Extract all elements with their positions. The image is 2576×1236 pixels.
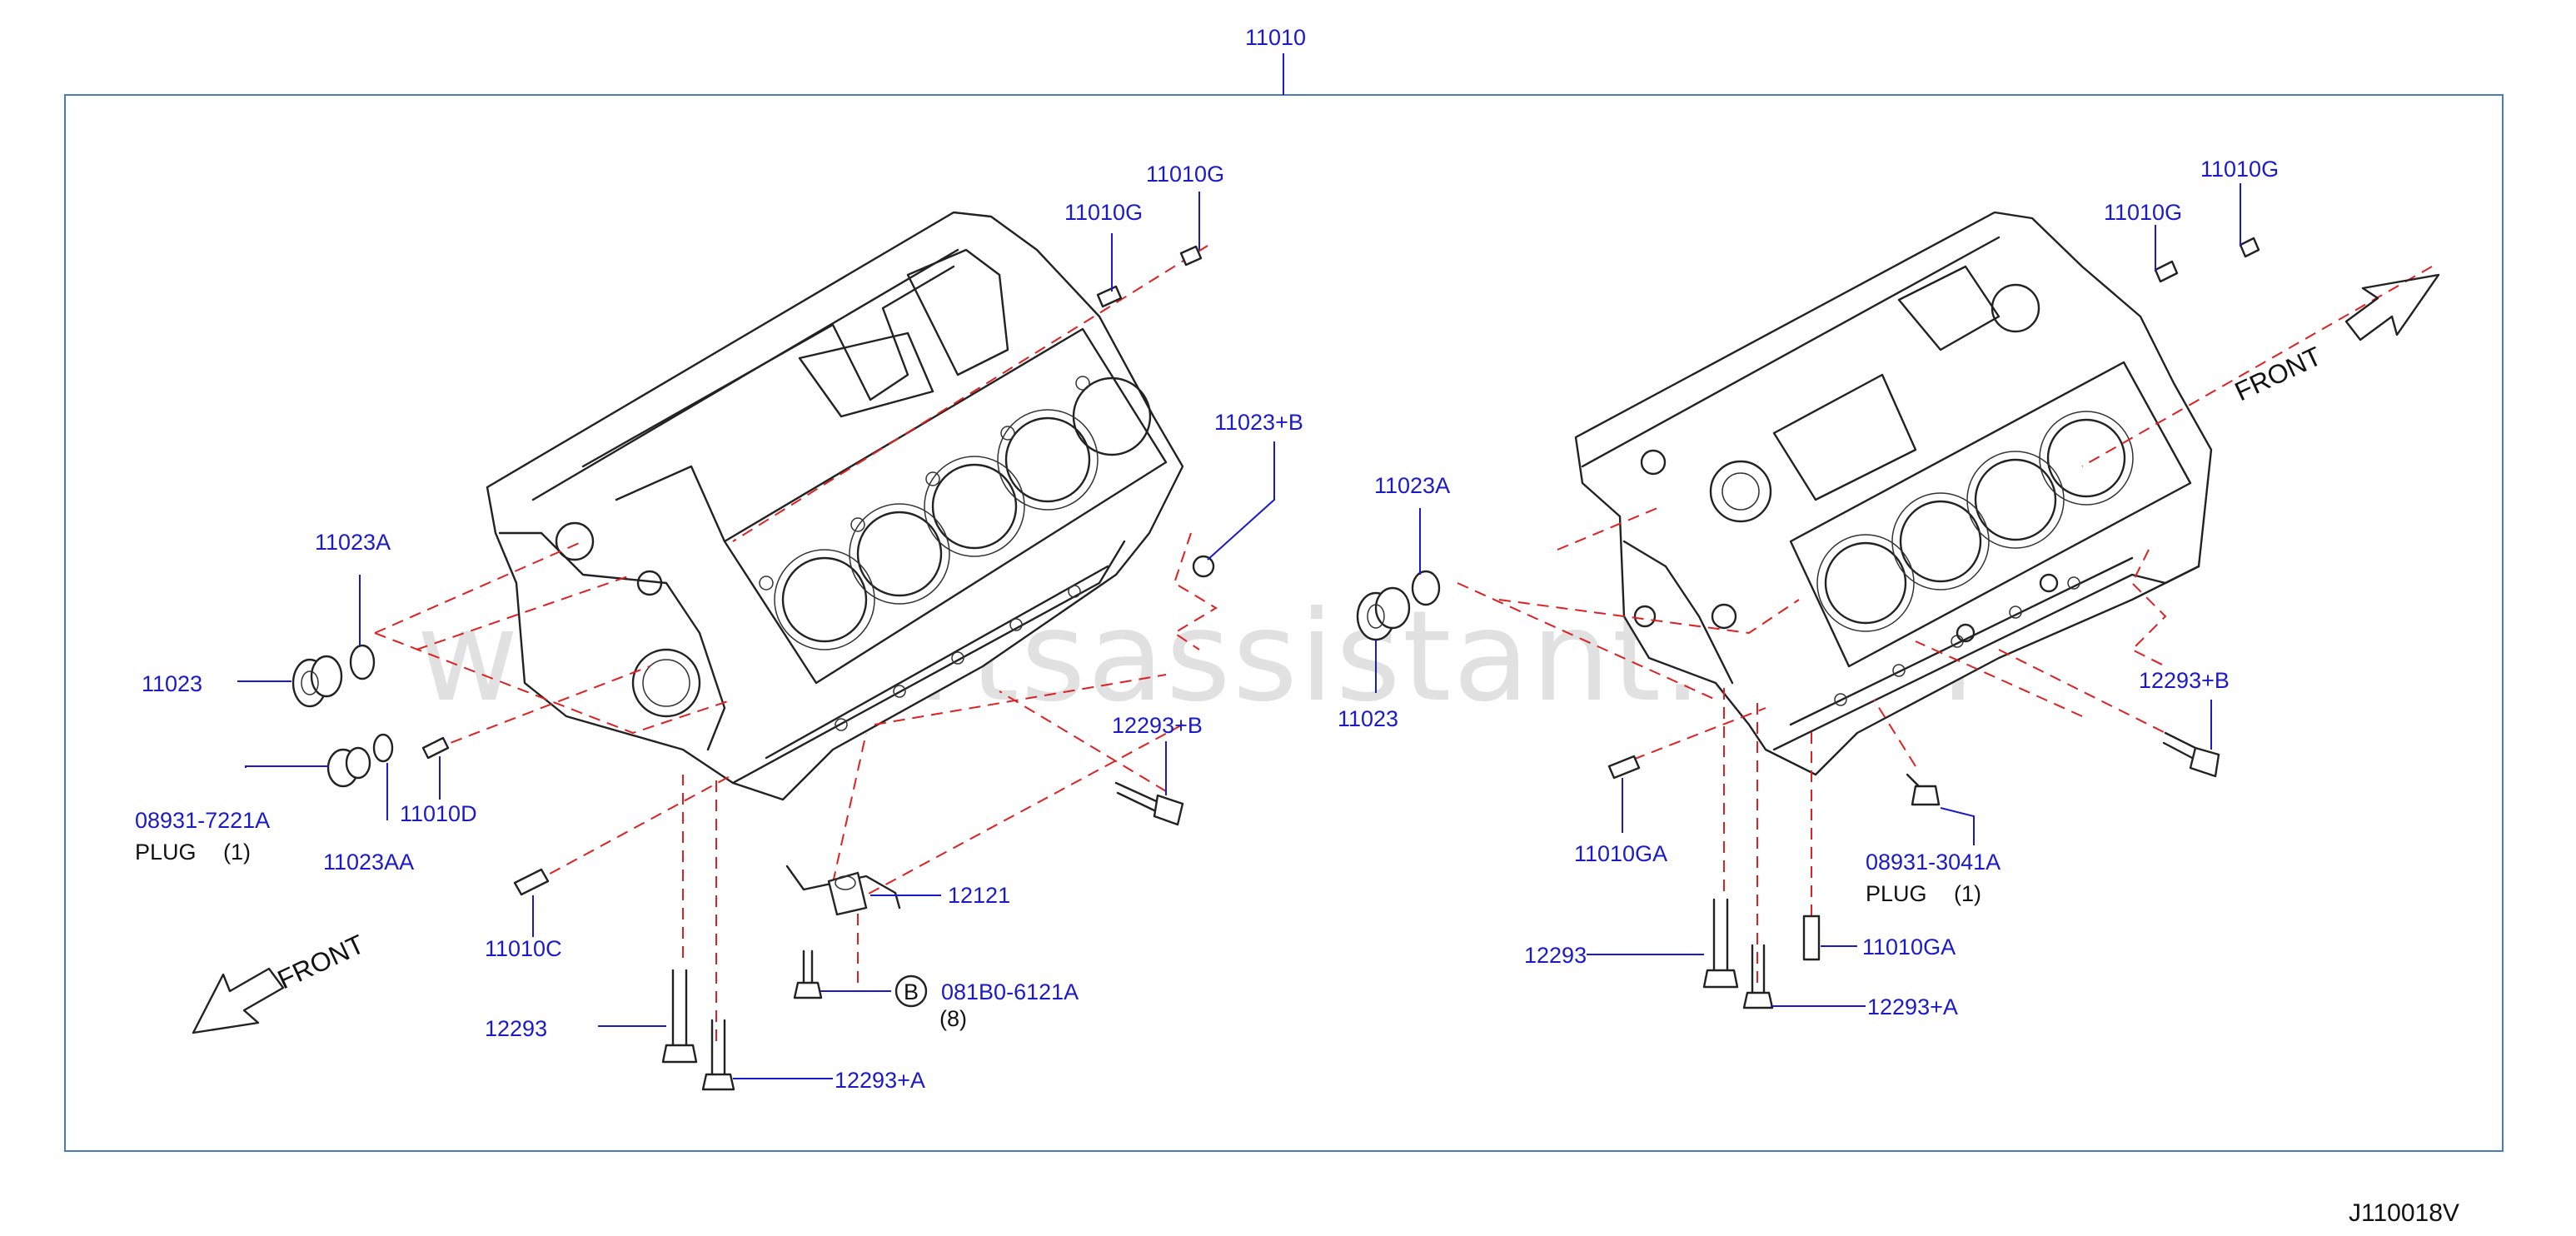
front-arrow-right: FRONT <box>2230 273 2440 406</box>
callout-11010G-right-a[interactable]: 11010G <box>2104 200 2182 225</box>
callout-11023A-left[interactable]: 11023A <box>315 530 391 555</box>
plug-label-right: PLUG <box>1866 881 1927 906</box>
callout-11010D-left[interactable]: 11010D <box>400 801 477 826</box>
callout-11010G-right-b[interactable]: 11010G <box>2200 157 2279 182</box>
callout-081B0-6121A-left[interactable]: 081B0-6121A <box>941 979 1079 1004</box>
callout-11010G-left-b[interactable]: 11010G <box>1146 162 1224 187</box>
guide-lines-right <box>1457 266 2433 983</box>
dowel-11010G-right-b[interactable] <box>2239 237 2260 258</box>
bolt-12293A-left[interactable] <box>701 1019 735 1091</box>
plug-08931-3041A-right[interactable] <box>1906 773 1941 806</box>
callout-12293A-right[interactable]: 12293+A <box>1867 994 1958 1019</box>
callout-11023-right[interactable]: 11023 <box>1338 706 1398 731</box>
diagram-id: J110018V <box>2349 1199 2459 1227</box>
oring-11023AA-left[interactable] <box>372 733 394 763</box>
plug-qty-right: (1) <box>1954 881 1981 906</box>
b-marker-letter: B <box>904 979 919 1004</box>
bolt-12293-right[interactable] <box>1702 898 1739 989</box>
leaders-left <box>237 192 1275 1079</box>
callout-11023A-right[interactable]: 11023A <box>1374 473 1450 498</box>
callout-12293B-right[interactable]: 12293+B <box>2139 668 2230 693</box>
dowel-11010GA-right-a[interactable] <box>1607 755 1641 780</box>
dowel-11010G-right-a[interactable] <box>2154 260 2179 283</box>
cylinder-block-left <box>486 211 1184 801</box>
dowel-11010D-left[interactable] <box>421 736 450 760</box>
callout-12293A-left[interactable]: 12293+A <box>835 1068 925 1093</box>
front-label-left: FRONT <box>273 929 369 994</box>
callout-11023-left[interactable]: 11023 <box>142 671 202 696</box>
dowel-11010GA-right-b[interactable] <box>1802 915 1821 961</box>
assembly-ref-label[interactable]: 11010 <box>1245 25 1306 50</box>
callout-08931-3041A-right[interactable]: 08931-3041A <box>1866 850 2001 875</box>
callout-12121-left[interactable]: 12121 <box>948 883 1010 908</box>
oring-11023A-left[interactable] <box>349 644 376 680</box>
dowel-11010C-left[interactable] <box>513 868 550 896</box>
callout-12293B-left[interactable]: 12293+B <box>1112 713 1203 738</box>
dowel-11010G-left-a[interactable] <box>1096 285 1123 308</box>
callout-12293-right[interactable]: 12293 <box>1524 943 1587 968</box>
plug-11023-left[interactable] <box>291 655 343 708</box>
callout-11010GA-right-b[interactable]: 11010GA <box>1862 934 1956 959</box>
leaders-right <box>1375 183 2241 1007</box>
b-qty-left: (8) <box>939 1006 967 1031</box>
b-marker-left: B <box>894 974 928 1008</box>
dowel-11010G-left-b[interactable] <box>1179 245 1203 267</box>
bolt-081B0-6121A-left[interactable] <box>793 949 823 999</box>
assembly-bracket <box>64 53 2504 1152</box>
guide-lines-left <box>374 245 1218 1041</box>
callout-11023B-left[interactable]: 11023+B <box>1214 410 1303 435</box>
plug-qty-left: (1) <box>223 840 251 865</box>
sensor-12121-left[interactable] <box>785 865 901 916</box>
callout-11010C-left[interactable]: 11010C <box>485 936 562 961</box>
bolt-12293-left[interactable] <box>661 969 698 1064</box>
plug-08931-7221A-left[interactable] <box>326 746 371 788</box>
callout-11010G-left-a[interactable]: 11010G <box>1064 200 1143 225</box>
callouts-left: 11010G 11010G 11023+B 11023A 11023 08931… <box>135 162 1303 1093</box>
ball-11023B-left[interactable] <box>1192 555 1215 578</box>
callout-11010GA-right-a[interactable]: 11010GA <box>1574 841 1667 866</box>
callouts-right: 11010G 11010G 11023A 11023 12293+B 11010… <box>1338 157 2279 1019</box>
cylinder-block-right <box>1574 211 2213 776</box>
front-label-right: FRONT <box>2230 341 2326 406</box>
bolt-12293B-right[interactable] <box>2162 731 2220 778</box>
plug-label-left: PLUG <box>135 840 197 865</box>
front-arrow-left: FRONT <box>192 929 369 1034</box>
bolt-12293A-right[interactable] <box>1742 944 1774 1009</box>
plug-11023-right[interactable] <box>1356 586 1411 641</box>
callout-08931-7221A-left[interactable]: 08931-7221A <box>135 808 270 833</box>
callout-11023AA-left[interactable]: 11023AA <box>323 850 414 875</box>
callout-12293-left[interactable]: 12293 <box>485 1016 547 1041</box>
oring-11023A-right[interactable] <box>1411 570 1441 606</box>
bolt-12293B-left[interactable] <box>1114 781 1184 826</box>
